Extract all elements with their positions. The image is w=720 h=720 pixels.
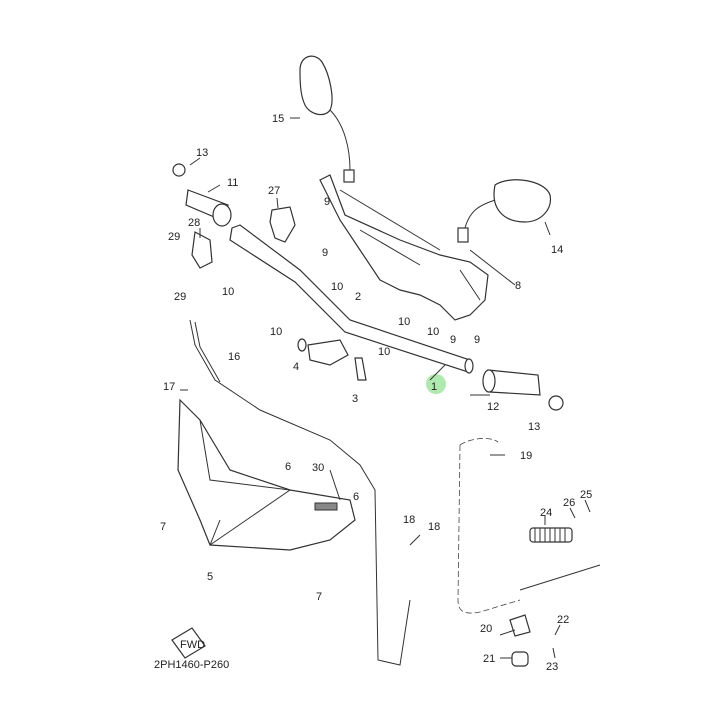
callout-1: 1 — [431, 381, 437, 393]
callout-19: 19 — [520, 450, 532, 462]
callout-2: 2 — [355, 291, 361, 303]
callout-9c: 9 — [474, 334, 480, 346]
callout-10f: 10 — [378, 346, 390, 358]
callout-26: 26 — [563, 497, 575, 509]
callout-3: 3 — [352, 393, 358, 405]
callout-14: 14 — [551, 244, 563, 256]
callout-5: 5 — [207, 571, 213, 583]
grip-left — [172, 163, 232, 227]
callout-29b: 29 — [174, 291, 186, 303]
callout-28: 28 — [188, 217, 200, 229]
callout-9b: 9 — [450, 334, 456, 346]
callout-17: 17 — [163, 381, 175, 393]
callout-20: 20 — [480, 623, 492, 635]
callout-22: 22 — [557, 614, 569, 626]
callout-10d: 10 — [398, 316, 410, 328]
cable-16 — [189, 319, 411, 666]
callout-18b: 18 — [428, 521, 440, 533]
callout-15: 15 — [272, 113, 284, 125]
callout-18a: 18 — [403, 514, 415, 526]
diagram-code: 2PH1460-P260 — [154, 659, 229, 671]
fwd-arrow: FWD — [171, 627, 206, 659]
mirror-right — [457, 179, 552, 243]
callout-10b: 10 — [270, 326, 282, 338]
callout-10e: 10 — [427, 326, 439, 338]
spring-24 — [529, 527, 573, 543]
grip-right — [482, 369, 564, 411]
callout-10a: 10 — [222, 286, 234, 298]
callout-10c: 10 — [331, 281, 343, 293]
callout-23: 23 — [546, 661, 558, 673]
switch-bracket — [319, 174, 489, 321]
callout-8: 8 — [515, 280, 521, 292]
mirror-left — [299, 55, 355, 183]
holder-28 — [191, 231, 213, 269]
callout-27: 27 — [268, 185, 280, 197]
cable-19 — [457, 438, 521, 614]
callout-7b: 7 — [316, 591, 322, 603]
front-cowl — [177, 398, 356, 551]
cable-end — [519, 564, 601, 591]
callout-labels: 1 2 3 4 5 6 6 7 7 8 9 9 9 9 10 10 10 10 … — [160, 113, 592, 673]
callout-29a: 29 — [168, 231, 180, 243]
callout-16: 16 — [228, 351, 240, 363]
grommet-21 — [511, 651, 529, 667]
callout-9d: 9 — [324, 196, 330, 208]
callout-7a: 7 — [160, 521, 166, 533]
callout-11: 11 — [227, 177, 238, 189]
callout-6a: 6 — [285, 461, 291, 473]
joint-20 — [509, 614, 531, 637]
callout-6b: 6 — [353, 491, 359, 503]
callout-9a: 9 — [322, 247, 328, 259]
callout-4: 4 — [293, 361, 299, 373]
handlebar-holder — [297, 338, 367, 381]
callout-12: 12 — [487, 401, 499, 413]
callout-25: 25 — [580, 489, 592, 501]
callout-30: 30 — [312, 462, 324, 474]
callout-21: 21 — [483, 653, 495, 665]
callout-13b: 13 — [528, 421, 540, 433]
callout-24: 24 — [540, 507, 552, 519]
holder-27 — [269, 206, 296, 243]
handlebar — [229, 224, 474, 374]
callout-13a: 13 — [196, 147, 208, 159]
fwd-label: FWD — [180, 639, 205, 651]
